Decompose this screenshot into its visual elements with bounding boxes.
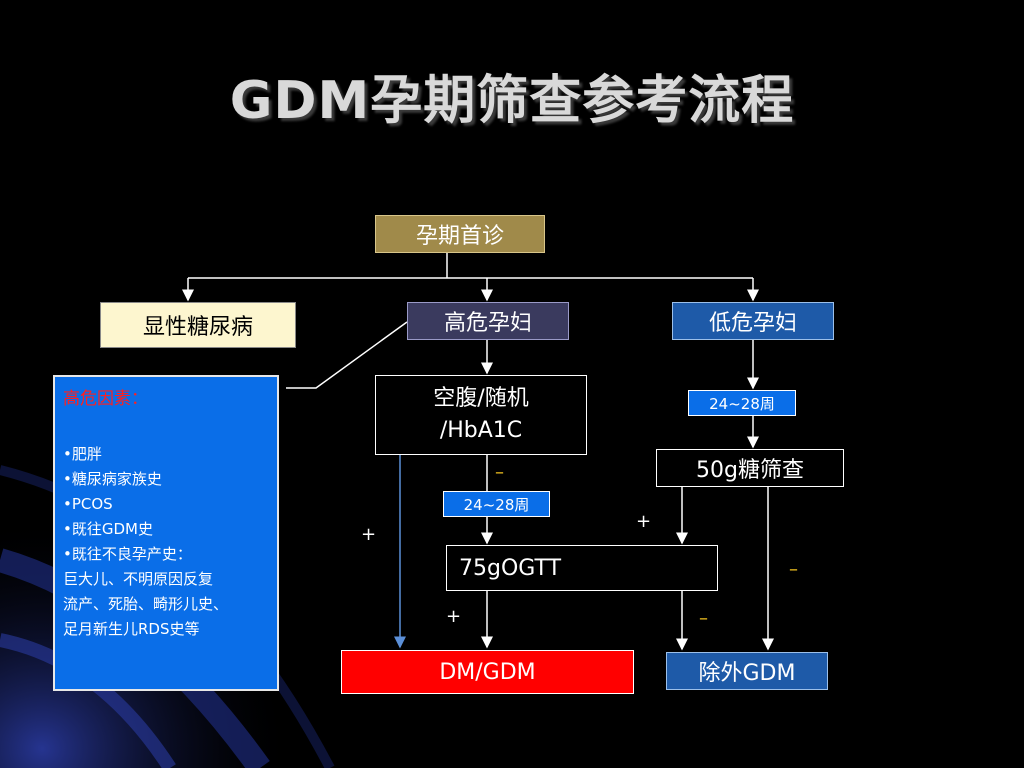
ogtt-negative-sign: – bbox=[699, 608, 708, 629]
fasting-positive-sign: + bbox=[361, 524, 377, 545]
risk-factor-item: •既往GDM史 bbox=[63, 520, 153, 538]
risk-factor-item: •PCOS bbox=[63, 495, 113, 513]
screen-negative-sign: – bbox=[789, 559, 798, 580]
page-title: GDM孕期筛查参考流程 bbox=[229, 71, 795, 131]
risk-factors-panel: 高危因素： •肥胖 •糖尿病家族史 •PCOS •既往GDM史 •既往不良孕产史… bbox=[53, 375, 279, 691]
high-risk-box: 高危孕妇 bbox=[407, 302, 569, 340]
high-risk-week-tag: 24~28周 bbox=[443, 491, 550, 517]
risk-factor-item: •肥胖 bbox=[63, 445, 102, 463]
low-risk-box: 低危孕妇 bbox=[672, 302, 834, 340]
fasting-box-line2: /HbA1C bbox=[439, 418, 523, 443]
glucose-screen-50g-box: 50g糖筛查 bbox=[656, 449, 844, 487]
fasting-box-line1: 空腹/随机 bbox=[433, 386, 529, 411]
exclude-gdm-box: 除外GDM bbox=[666, 652, 828, 690]
fasting-hba1c-box: 空腹/随机 /HbA1C bbox=[375, 375, 587, 455]
screen-positive-sign: + bbox=[636, 511, 652, 532]
first-visit-box: 孕期首诊 bbox=[375, 215, 545, 253]
risk-factors-heading: 高危因素： bbox=[63, 389, 148, 409]
risk-factor-item: 足月新生儿RDS史等 bbox=[63, 620, 200, 638]
ogtt-75g-box: 75gOGTT bbox=[446, 545, 718, 591]
ogtt-positive-sign: + bbox=[446, 606, 462, 627]
low-risk-week-tag: 24~28周 bbox=[688, 390, 796, 416]
risk-factor-item: •糖尿病家族史 bbox=[63, 470, 162, 488]
overt-diabetes-box: 显性糖尿病 bbox=[100, 302, 296, 348]
risk-factor-item: 流产、死胎、畸形儿史、 bbox=[63, 595, 229, 613]
risk-factor-item: •既往不良孕产史： bbox=[63, 545, 192, 563]
risk-factor-item: 巨大儿、不明原因反复 bbox=[63, 570, 214, 588]
fasting-negative-sign: – bbox=[495, 462, 504, 483]
dm-gdm-box: DM/GDM bbox=[341, 650, 634, 694]
